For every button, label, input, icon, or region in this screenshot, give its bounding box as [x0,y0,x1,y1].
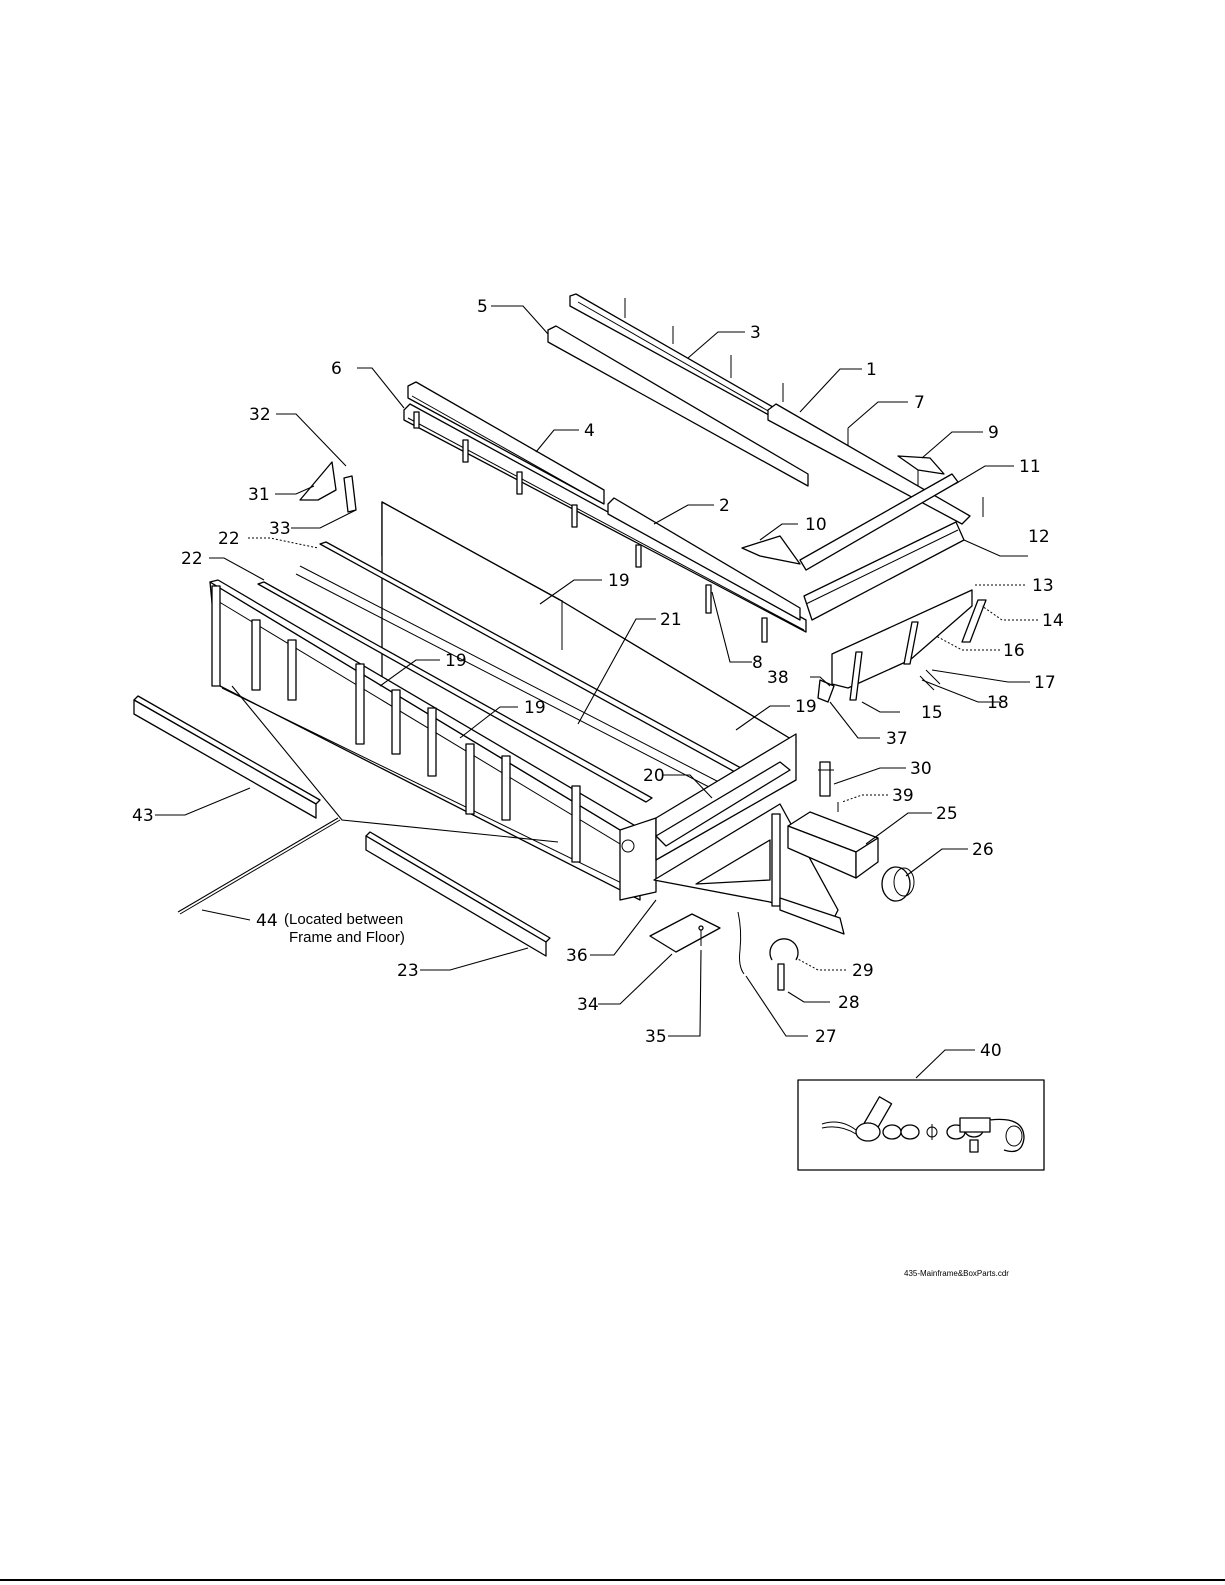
callout-27: 27 [815,1027,837,1047]
callout-31: 31 [248,485,270,505]
callout-16: 16 [1003,641,1025,661]
callout-33: 33 [269,519,291,539]
callout-25: 25 [936,804,958,824]
callout-34: 34 [577,995,599,1015]
note-44-line1: (Located between [284,911,403,928]
callout-38: 38 [767,668,789,688]
callout-18: 18 [987,693,1009,713]
callout-12: 12 [1028,527,1050,547]
callout-30: 30 [910,759,932,779]
callout-10: 10 [805,515,827,535]
callout-2: 2 [719,496,730,516]
page-bottom-rule [0,1579,1225,1581]
part-34-plate [650,914,720,952]
part-28-29-clamp [770,939,798,990]
part-10-bracket [742,536,800,564]
callout-21: 21 [660,610,682,630]
callout-6: 6 [331,359,342,379]
callout-19-top: 19 [608,571,630,591]
callout-44: 44 [256,911,278,931]
callout-26: 26 [972,840,994,860]
callout-19-side: 19 [445,651,467,671]
callout-36: 36 [566,946,588,966]
callout-29: 29 [852,961,874,981]
callout-7: 7 [914,393,925,413]
part-1-board [768,404,970,524]
callout-15: 15 [921,703,943,723]
part-44-bar [178,818,340,914]
callout-22-bottom: 22 [181,549,203,569]
callout-17: 17 [1034,673,1056,693]
part-40-inset [798,1080,1044,1170]
callout-37: 37 [886,729,908,749]
callout-4: 4 [584,421,595,441]
callout-19-end: 19 [795,697,817,717]
callout-1: 1 [866,360,877,380]
callout-5: 5 [477,297,488,317]
callout-14: 14 [1042,611,1064,631]
callout-35: 35 [645,1027,667,1047]
callout-43: 43 [132,806,154,826]
callout-9: 9 [988,423,999,443]
part-32-31-33-brackets [300,462,356,512]
note-44-line2: Frame and Floor) [289,929,405,946]
callout-32: 32 [249,405,271,425]
callout-20: 20 [643,766,665,786]
callout-39: 39 [892,786,914,806]
file-name-label: 435-Mainframe&BoxParts.cdr [904,1269,1009,1278]
callout-3: 3 [750,323,761,343]
part-26-sleeve [882,867,914,901]
callout-23: 23 [397,961,419,981]
callout-11: 11 [1019,457,1041,477]
part-27-chain [738,912,744,974]
callout-8: 8 [752,653,763,673]
callout-28: 28 [838,993,860,1013]
part-4-board [408,382,604,504]
callout-40: 40 [980,1041,1002,1061]
part-30-jack [818,762,834,796]
callout-19-middle: 19 [524,698,546,718]
callout-22-top: 22 [218,529,240,549]
part-front-end-plate [620,818,656,900]
callout-13: 13 [1032,576,1054,596]
